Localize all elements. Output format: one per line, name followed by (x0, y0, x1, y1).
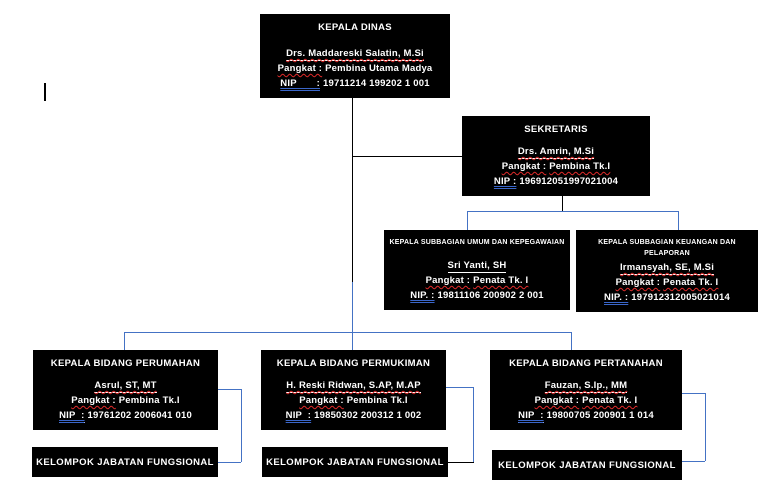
nip-line: NIP :19850302 200312 1 002 (285, 410, 422, 423)
pangkat-line: Pangkat :Penata Tk. I (425, 275, 529, 286)
connector-bracket1-top (218, 389, 241, 390)
connector-subbag-keuangan-drop (678, 211, 679, 230)
person-name: Drs. Amrin, M.Si (517, 146, 595, 159)
connector-dinas-trunk-black (352, 98, 353, 282)
person-name: H. Reski Ridwan, S.AP, M.AP (286, 380, 421, 393)
pangkat-line: Pangkat :Pembina Tk.I (71, 395, 180, 406)
person-name: Fauzan, S.Ip., MM (544, 380, 628, 393)
connector-sekretaris-stub (562, 196, 563, 211)
pangkat-line: Pangkat :Penata Tk. I (534, 395, 638, 406)
box-title: KEPALA SUBBAGIAN UMUM DAN KEPEGAWAIAN (389, 239, 565, 246)
box-title: KEPALA BIDANG PERMUKIMAN (276, 358, 431, 369)
box-kepala-dinas[interactable]: KEPALA DINAS Drs. Maddareski Salatin, M.… (260, 14, 450, 98)
connector-perumahan-drop (124, 332, 125, 350)
connector-bracket1-side (241, 389, 242, 462)
pangkat-line: Pangkat :Pembina Tk.I (299, 395, 408, 406)
connector-subbag-rail (467, 211, 678, 212)
connector-bracket2-top (446, 387, 473, 388)
nip-line: NIP :196912051997021004 (493, 176, 619, 189)
pangkat-line: Pangkat :Pembina Tk.I (501, 161, 611, 172)
connector-subbag-umum-drop (467, 211, 468, 230)
nip-line: NIP. :19811106 200902 2 001 (410, 290, 544, 301)
connector-bracket1-bottom (218, 462, 241, 463)
box-kelompok-fungsional-3[interactable]: KELOMPOK JABATAN FUNGSIONAL (492, 450, 682, 480)
nip-line: NIP :19800705 200901 1 014 (518, 410, 654, 423)
pangkat-line: Pangkat :Penata Tk. I (615, 277, 719, 288)
box-title: KELOMPOK JABATAN FUNGSIONAL (498, 459, 676, 471)
box-kelompok-fungsional-2[interactable]: KELOMPOK JABATAN FUNGSIONAL (262, 447, 448, 477)
box-title: KEPALA SUBBAGIAN KEUANGAN DAN PELAPORAN (598, 239, 736, 257)
person-name: Asrul, ST, MT (94, 380, 157, 393)
text-cursor-artifact (44, 83, 46, 101)
box-title: KEPALA DINAS (318, 22, 392, 33)
box-bidang-perumahan[interactable]: KEPALA BIDANG PERUMAHAN Asrul, ST, MT Pa… (33, 350, 218, 430)
person-name: Sri Yanti, SH (447, 260, 507, 273)
connector-pertanahan-drop (571, 332, 572, 350)
person-name: Drs. Maddareski Salatin, M.Si (286, 48, 424, 61)
box-title: KEPALA BIDANG PERUMAHAN (50, 358, 201, 369)
box-title: KELOMPOK JABATAN FUNGSIONAL (266, 456, 444, 468)
pangkat-line: Pangkat :Pembina Utama Madya (277, 63, 433, 74)
box-bidang-pertanahan[interactable]: KEPALA BIDANG PERTANAHAN Fauzan, S.Ip., … (490, 350, 682, 430)
person-name: Irmansyah, SE, M.Si (619, 262, 715, 275)
nip-line: NIP :19711214 199202 1 001 (280, 78, 430, 89)
connector-bracket3-bottom (682, 461, 705, 462)
connector-bracket2-bottom (448, 462, 474, 463)
connector-bracket2-side (473, 387, 474, 462)
box-sekretaris[interactable]: SEKRETARIS Drs. Amrin, M.Si Pangkat :Pem… (462, 116, 650, 196)
connector-bracket3-side (705, 393, 706, 461)
nip-line: NIP. :197912312005021014 (604, 292, 730, 303)
connector-bracket3-top (682, 393, 705, 394)
box-kelompok-fungsional-1[interactable]: KELOMPOK JABATAN FUNGSIONAL (32, 447, 218, 477)
box-title: KELOMPOK JABATAN FUNGSIONAL (36, 456, 214, 468)
connector-dinas-trunk-blue (352, 282, 353, 350)
box-subbag-umum[interactable]: KEPALA SUBBAGIAN UMUM DAN KEPEGAWAIAN Sr… (384, 230, 570, 310)
nip-line: NIP :19761202 2006041 010 (59, 410, 192, 423)
box-title: KEPALA BIDANG PERTANAHAN (509, 358, 663, 369)
box-subbag-keuangan[interactable]: KEPALA SUBBAGIAN KEUANGAN DAN PELAPORAN … (576, 230, 758, 312)
connector-bidang-rail (124, 332, 571, 333)
box-title: SEKRETARIS (524, 124, 588, 135)
connector-dinas-sekretaris (353, 156, 462, 157)
box-bidang-permukiman[interactable]: KEPALA BIDANG PERMUKIMAN H. Reski Ridwan… (261, 350, 446, 430)
